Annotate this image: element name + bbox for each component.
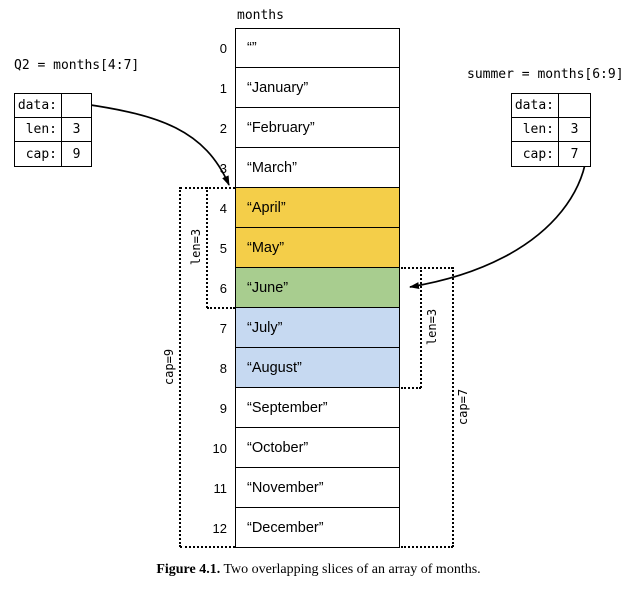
array-cell: “” — [235, 28, 400, 68]
cell-index: 7 — [219, 320, 227, 336]
figure-caption: Figure 4.1. Two overlapping slices of an… — [0, 562, 637, 578]
left-len-label: len=3 — [189, 228, 203, 266]
figure-caption-label: Figure 4.1. — [156, 562, 221, 577]
cell-index: 2 — [219, 120, 227, 136]
right-cap-bottom-tick — [401, 546, 453, 548]
array-cell: “August” — [235, 348, 400, 388]
q2-slice-title: Q2 = months[4:7] — [14, 58, 140, 73]
field-value: 7 — [570, 146, 579, 162]
cell-index: 6 — [219, 280, 227, 296]
cell-text: “January” — [247, 79, 309, 96]
cell-text: “June” — [247, 279, 289, 296]
array-cell: “July” — [235, 308, 400, 348]
array-cell: “January” — [235, 68, 400, 108]
left-cap-line — [179, 187, 181, 547]
cell-text: “August” — [247, 359, 302, 376]
right-cap-label: cap=7 — [456, 388, 470, 426]
field-label: data: — [512, 94, 559, 117]
array-cell: “May” — [235, 228, 400, 268]
left-len-bottom-tick — [207, 307, 235, 309]
array-cell: “April” — [235, 188, 400, 228]
months-array: 0 “” 1 “January” 2 “February” 3 “March” … — [203, 28, 400, 548]
array-row: 8 “August” — [203, 348, 400, 388]
field-label: data: — [15, 94, 62, 117]
array-cell: “November” — [235, 468, 400, 508]
cell-index: 3 — [219, 160, 227, 176]
field-value: 3 — [570, 122, 579, 137]
field-label: cap: — [15, 142, 62, 166]
cell-index: 5 — [219, 240, 227, 256]
array-row: 11 “November” — [203, 468, 400, 508]
cell-text: “February” — [247, 119, 315, 136]
right-len-label: len=3 — [425, 308, 439, 346]
left-cap-label: cap=9 — [162, 348, 176, 386]
cell-index: 8 — [219, 360, 227, 376]
cell-text: “July” — [247, 319, 283, 336]
cell-text: “May” — [247, 239, 285, 256]
array-row: 12 “December” — [203, 508, 400, 548]
q2-cap-row: cap: 9 — [15, 142, 91, 166]
summer-cap-row: cap: 7 — [512, 142, 590, 166]
right-bracket-top-tick — [401, 267, 453, 269]
array-row: 1 “January” — [203, 68, 400, 108]
right-len-bottom-tick — [401, 387, 421, 389]
q2-data-row: data: — [15, 94, 91, 118]
array-row: 4 “April” — [203, 188, 400, 228]
cell-text: “October” — [247, 439, 309, 456]
summer-data-row: data: — [512, 94, 590, 118]
right-len-line — [420, 267, 422, 388]
array-row: 6 “June” — [203, 268, 400, 308]
array-row: 9 “September” — [203, 388, 400, 428]
right-cap-line — [452, 267, 454, 547]
array-cell: “December” — [235, 508, 400, 548]
left-cap-bottom-tick — [180, 546, 235, 548]
cell-text: “November” — [247, 479, 324, 496]
cell-text: “April” — [247, 199, 286, 216]
field-value: 9 — [72, 146, 81, 162]
array-label: months — [237, 8, 284, 23]
field-label: len: — [512, 118, 559, 141]
field-value — [559, 94, 590, 117]
cell-index: 4 — [219, 200, 227, 216]
cell-index: 10 — [212, 440, 227, 456]
field-value: 3 — [72, 122, 81, 137]
array-row: 10 “October” — [203, 428, 400, 468]
summer-slice-box: data: len: 3 cap: 7 — [511, 93, 591, 167]
left-len-line — [206, 187, 208, 308]
field-label: cap: — [512, 142, 559, 166]
array-row: 0 “” — [203, 28, 400, 68]
array-cell: “October” — [235, 428, 400, 468]
array-cell: “February” — [235, 108, 400, 148]
q2-slice-box: data: len: 3 cap: 9 — [14, 93, 92, 167]
cell-text: “March” — [247, 159, 297, 176]
figure-caption-text: Two overlapping slices of an array of mo… — [223, 562, 481, 577]
array-cell: “June” — [235, 268, 400, 308]
array-row: 5 “May” — [203, 228, 400, 268]
cell-text: “September” — [247, 399, 328, 416]
cell-index: 1 — [219, 80, 227, 96]
array-row: 7 “July” — [203, 308, 400, 348]
cell-index: 9 — [219, 400, 227, 416]
field-value — [62, 94, 91, 117]
cell-index: 0 — [219, 40, 227, 56]
cell-text: “December” — [247, 519, 324, 536]
array-cell: “March” — [235, 148, 400, 188]
array-row: 2 “February” — [203, 108, 400, 148]
summer-slice-title: summer = months[6:9] — [467, 67, 624, 82]
field-label: len: — [15, 118, 62, 141]
array-row: 3 “March” — [203, 148, 400, 188]
array-cell: “September” — [235, 388, 400, 428]
q2-len-row: len: 3 — [15, 118, 91, 142]
cell-text: “” — [247, 40, 257, 56]
cell-index: 11 — [213, 480, 228, 496]
cell-index: 12 — [212, 520, 227, 536]
summer-len-row: len: 3 — [512, 118, 590, 142]
